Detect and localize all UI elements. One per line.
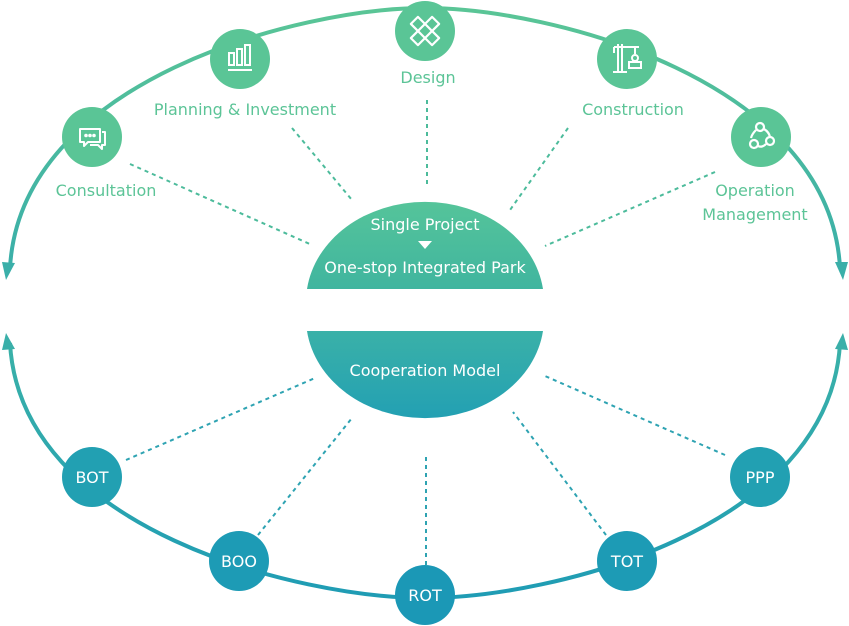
connector-operation [544,171,716,247]
connector-consultation [129,163,313,246]
single-project-label: Single Project [370,215,479,234]
service-node-construction[interactable] [597,29,657,89]
service-node-design[interactable] [395,1,455,61]
service-label-operation: Operation [715,181,795,200]
arrow-right-down-icon [835,262,848,280]
connector-tot [512,411,607,536]
connector-planning [291,127,353,201]
arrow-right-up-icon [835,333,848,350]
connector-bot [125,377,316,461]
service-label-planning: Planning & Investment [154,100,336,119]
service-label-management: Management [702,205,807,224]
bottom-semicircle [307,331,543,419]
arrow-left-down-icon [2,262,15,280]
bottom-connectors [125,375,726,565]
service-node-planning[interactable] [210,29,270,89]
service-label-consultation: Consultation [56,181,157,200]
model-label-boo: BOO [221,552,257,571]
model-node-rot[interactable]: ROT [395,565,455,625]
model-label-ppp: PPP [746,468,775,487]
cycle-nodes-icon [748,121,776,150]
model-label-rot: ROT [408,586,442,605]
one-stop-park-label: One-stop Integrated Park [324,258,526,277]
connector-construction [509,127,569,211]
model-node-tot[interactable]: TOT [597,531,657,591]
service-label-design: Design [400,68,455,87]
top-connectors [129,100,716,247]
connector-boo [257,417,353,536]
cooperation-model-label: Cooperation Model [350,361,501,380]
down-triangle-icon [418,241,432,249]
arrow-left-up-icon [2,333,15,350]
service-node-operation[interactable] [731,107,791,167]
model-label-bot: BOT [75,468,108,487]
model-label-tot: TOT [610,552,643,571]
service-label-construction: Construction [582,100,684,119]
chat-bubbles-icon [79,128,106,150]
model-node-bot[interactable]: BOT [62,447,122,507]
ruler-pencil-icon [409,15,441,47]
model-node-ppp[interactable]: PPP [730,447,790,507]
connector-ppp [544,375,726,456]
crane-icon [613,44,642,73]
service-node-consultation[interactable] [62,107,122,167]
bar-chart-icon [228,44,252,71]
model-node-boo[interactable]: BOO [209,531,269,591]
